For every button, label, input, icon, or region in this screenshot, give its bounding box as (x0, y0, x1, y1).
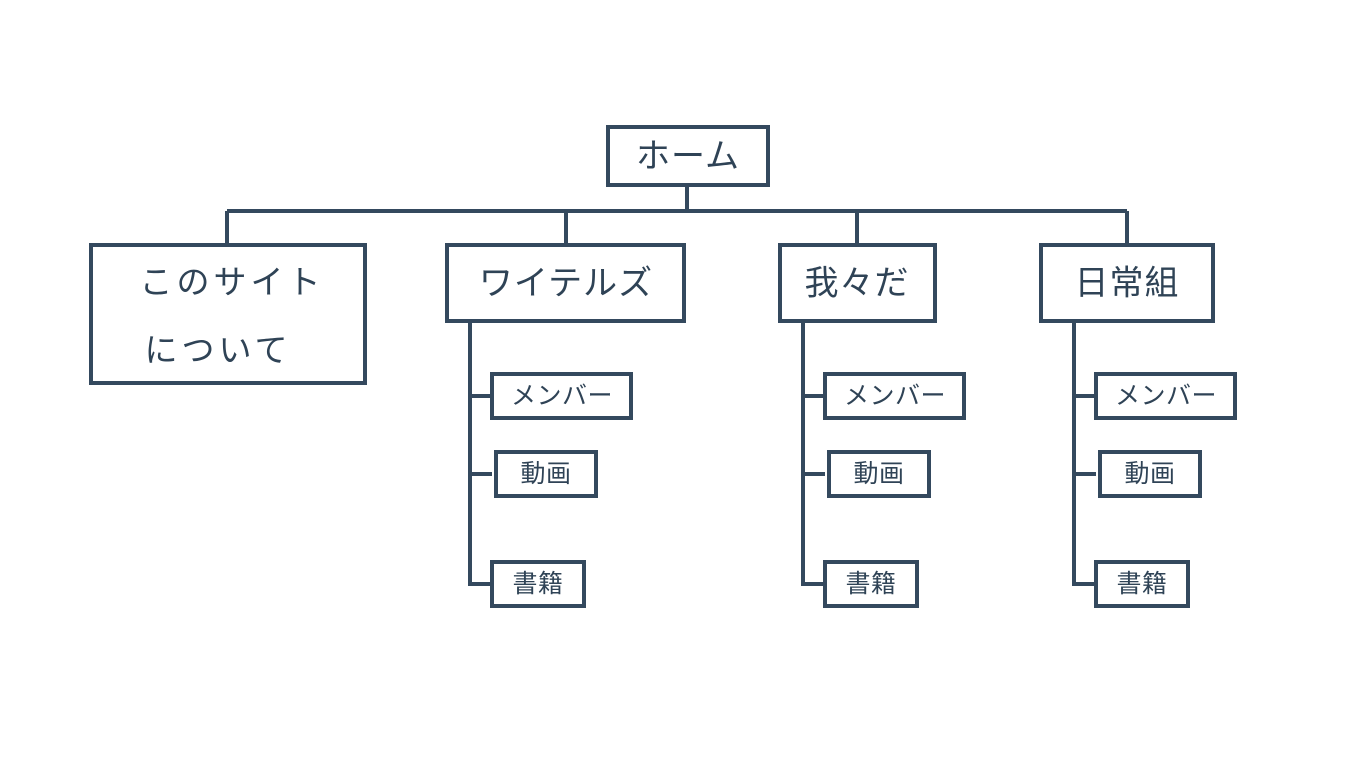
leaf-wareware-da-members-box[interactable] (823, 372, 966, 420)
leaf-nichijou-gumi-members[interactable]: メンバー (1094, 372, 1237, 420)
connector-trunk-wytells (468, 321, 492, 586)
node-nichijou-gumi-label: 日常組 (1075, 264, 1180, 304)
leaf-wytells-books-box[interactable] (490, 560, 586, 608)
connector-trunk-wareware-da (801, 321, 825, 586)
node-about-this-site-box[interactable] (89, 243, 367, 385)
leaf-wytells-members-box[interactable] (490, 372, 633, 420)
leaf-wareware-da-videos[interactable]: 動画 (827, 450, 931, 498)
leaf-wareware-da-books-label: 書籍 (845, 569, 896, 598)
leaf-wytells-books[interactable]: 書籍 (490, 560, 586, 608)
node-wytells-box[interactable] (445, 243, 686, 323)
leaf-wareware-da-members[interactable]: メンバー (823, 372, 966, 420)
connector-trunk-nichijou-gumi (1072, 321, 1096, 586)
leaf-wytells-videos-box[interactable] (494, 450, 598, 498)
leaf-wareware-da-members-label: メンバー (844, 381, 946, 410)
node-wareware-da[interactable]: 我々だ (778, 243, 937, 323)
node-about-this-site-label-line1: このサイト (140, 263, 325, 302)
node-about-this-site[interactable]: このサイト について (89, 243, 367, 385)
node-nichijou-gumi[interactable]: 日常組 (1039, 243, 1215, 323)
leaf-wytells-members[interactable]: メンバー (490, 372, 633, 420)
node-nichijou-gumi-box[interactable] (1039, 243, 1215, 323)
node-home-label: ホーム (636, 137, 740, 177)
leaf-wareware-da-videos-label: 動画 (853, 459, 904, 488)
leaf-nichijou-gumi-members-label: メンバー (1115, 381, 1217, 410)
leaf-wytells-members-label: メンバー (511, 381, 613, 410)
node-wytells[interactable]: ワイテルズ (445, 243, 686, 323)
node-about-this-site-label-line2: について (144, 331, 291, 370)
leaf-nichijou-gumi-members-box[interactable] (1094, 372, 1237, 420)
leaf-wytells-videos-label: 動画 (520, 459, 571, 488)
node-wytells-label: ワイテルズ (479, 264, 653, 304)
leaf-nichijou-gumi-books[interactable]: 書籍 (1094, 560, 1190, 608)
node-wareware-da-box[interactable] (778, 243, 937, 323)
leaf-nichijou-gumi-books-box[interactable] (1094, 560, 1190, 608)
leaf-wytells-books-label: 書籍 (512, 569, 563, 598)
node-home[interactable]: ホーム (606, 125, 770, 187)
node-wareware-da-label: 我々だ (805, 264, 910, 304)
leaf-wareware-da-books[interactable]: 書籍 (823, 560, 919, 608)
leaf-nichijou-gumi-videos-label: 動画 (1124, 459, 1175, 488)
leaf-nichijou-gumi-videos-box[interactable] (1098, 450, 1202, 498)
leaf-nichijou-gumi-videos[interactable]: 動画 (1098, 450, 1202, 498)
node-home-box[interactable] (606, 125, 770, 187)
leaf-nichijou-gumi-books-label: 書籍 (1116, 569, 1167, 598)
leaf-wareware-da-books-box[interactable] (823, 560, 919, 608)
leaf-wareware-da-videos-box[interactable] (827, 450, 931, 498)
leaf-wytells-videos[interactable]: 動画 (494, 450, 598, 498)
